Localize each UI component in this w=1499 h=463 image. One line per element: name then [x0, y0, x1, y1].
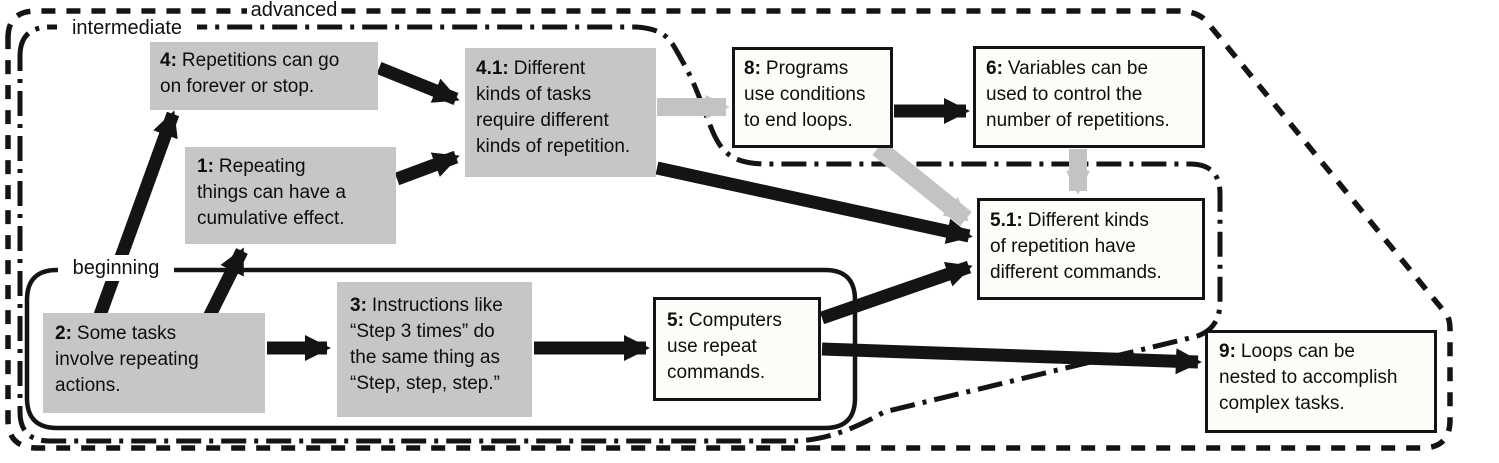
concept-box-4: 4:Repetitions can go on forever or stop.	[150, 42, 378, 110]
box-text: Variables can be used to control the num…	[986, 58, 1170, 131]
box-number: 6:	[986, 58, 1003, 79]
box-number: 9:	[1219, 341, 1236, 362]
box-number: 2:	[55, 323, 72, 344]
concept-box-9: 9:Loops can be nested to accomplish comp…	[1205, 330, 1437, 433]
arrow-8-to-5.1	[872, 140, 972, 227]
concept-box-6: 6:Variables can be used to control the n…	[973, 46, 1205, 148]
intermediate-region-border	[17, 24, 1223, 444]
box-text: Loops can be nested to accomplish comple…	[1219, 341, 1398, 414]
region-label-intermediate: intermediate	[57, 16, 197, 40]
arrow-2-to-4	[93, 110, 180, 318]
box-text: Different kinds of repetition have diffe…	[990, 210, 1162, 283]
box-text: Some tasks involve repeating actions.	[55, 323, 199, 396]
arrow-4.1-to-5.1	[655, 161, 973, 244]
box-text: Programs use conditions to end loops.	[744, 58, 866, 131]
box-text: Different kinds of tasks require differe…	[476, 58, 631, 157]
box-number: 3:	[350, 295, 367, 316]
concept-box-1: 1:Repeating things can have a cumulative…	[185, 147, 396, 244]
box-number: 5.1:	[990, 210, 1023, 231]
box-number: 5:	[667, 310, 684, 331]
concept-box-4.1: 4.1:Different kinds of tasks require dif…	[465, 48, 656, 177]
arrow-5-to-5.1	[819, 260, 973, 325]
box-text: Repeating things can have a cumulative e…	[197, 156, 346, 229]
box-number: 8:	[744, 58, 761, 79]
concept-box-5.1: 5.1:Different kinds of repetition have d…	[977, 198, 1205, 300]
region-label-advanced: advanced	[247, 0, 341, 21]
box-number: 1:	[197, 156, 214, 177]
arrow-5-to-9	[821, 342, 1202, 375]
box-text: Repetitions can go on forever or stop.	[160, 50, 340, 97]
concept-box-3: 3:Instructions like “Step 3 times” do th…	[337, 282, 532, 417]
box-number: 4:	[160, 50, 177, 71]
arrow-1-to-4.1	[394, 150, 460, 186]
concept-box-5: 5:Computers use repeat commands.	[653, 297, 821, 401]
box-text: Instructions like “Step 3 times” do the …	[350, 295, 503, 394]
arrow-4-to-4.1	[376, 61, 460, 106]
box-number: 4.1:	[476, 58, 509, 79]
beginning-region-border	[24, 267, 858, 431]
box-text: Computers use repeat commands.	[667, 310, 782, 383]
region-label-beginning: beginning	[58, 255, 174, 281]
concept-box-8: 8:Programs use conditions to end loops.	[732, 47, 893, 148]
concept-box-2: 2:Some tasks involve repeating actions.	[43, 313, 265, 413]
advanced-region-border	[5, 8, 1453, 451]
arrow-2-to-1	[203, 247, 248, 320]
